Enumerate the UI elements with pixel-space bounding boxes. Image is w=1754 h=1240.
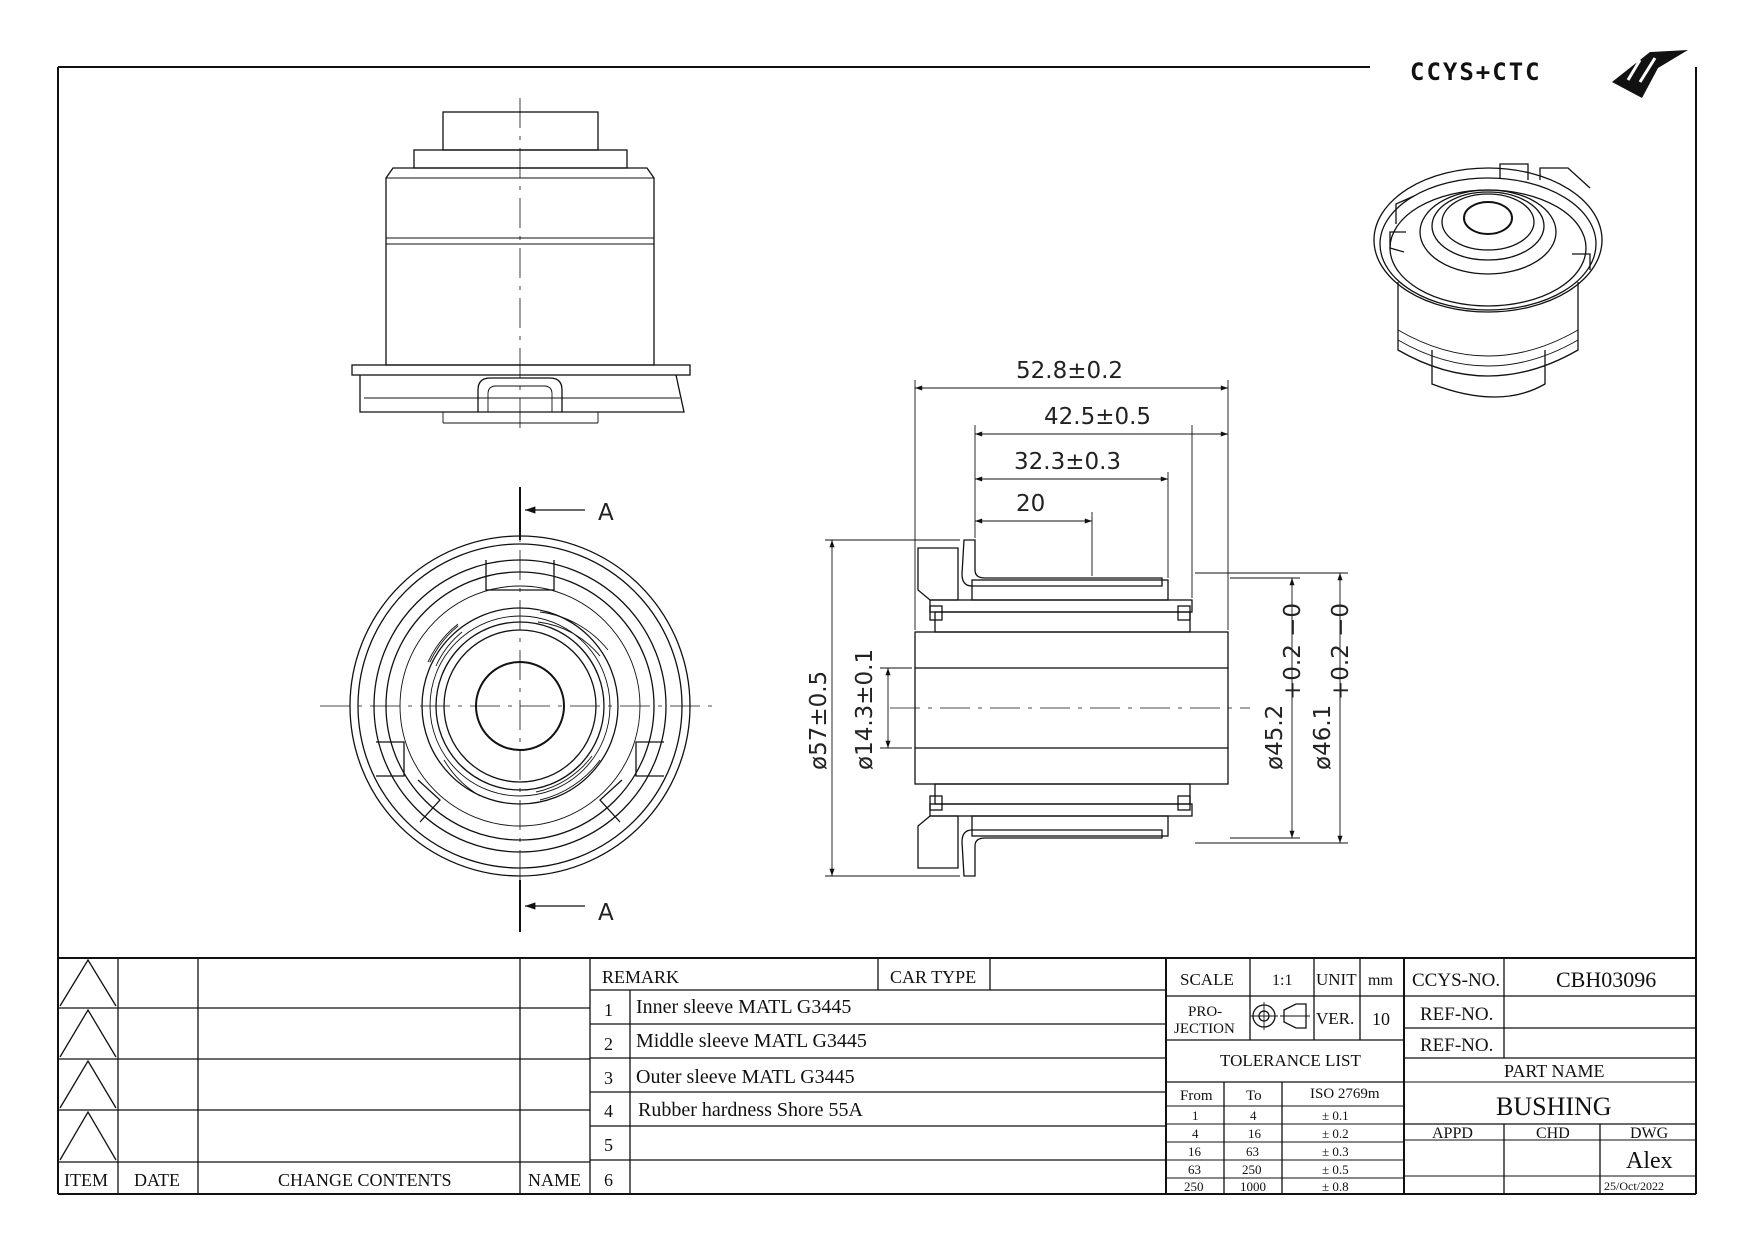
- dwg-date: 25/Oct/2022: [1604, 1179, 1664, 1193]
- svg-text:A: A: [598, 500, 614, 526]
- unit-label: UNIT: [1316, 970, 1357, 989]
- svg-text:1: 1: [1192, 1108, 1199, 1123]
- remark-label: REMARK: [602, 967, 679, 987]
- svg-text:63: 63: [1246, 1144, 1259, 1159]
- company-logo: CCYS+CTC: [1410, 50, 1688, 98]
- svg-text:± 0.3: ± 0.3: [1322, 1144, 1349, 1159]
- dim-dia-middle: ø45.2: [1262, 705, 1288, 770]
- remark-row-4: Rubber hardness Shore 55A: [638, 1099, 864, 1121]
- svg-text:± 0.8: ± 0.8: [1322, 1179, 1349, 1194]
- projection-symbol-icon: [1250, 1002, 1310, 1030]
- dwg-name: Alex: [1626, 1148, 1673, 1174]
- ref-no-label-1: REF-NO.: [1420, 1004, 1493, 1025]
- logo-mark-icon: [1612, 50, 1688, 98]
- side-elevation-view: [351, 98, 691, 430]
- scale-label: SCALE: [1180, 970, 1234, 989]
- end-view: [320, 500, 720, 910]
- svg-text:4: 4: [1250, 1108, 1257, 1123]
- car-type-label: CAR TYPE: [890, 967, 976, 987]
- dwg-label: DWG: [1630, 1125, 1669, 1142]
- svg-text:250: 250: [1242, 1162, 1262, 1177]
- dimension-lines: 52.8±0.2 42.5±0.5 32.3±0.3 20 ø57±0.5 ø1…: [806, 358, 1354, 877]
- svg-text:± 0.1: ± 0.1: [1322, 1108, 1349, 1123]
- svg-text:A: A: [598, 900, 614, 926]
- dim-length-flange: 20: [1016, 491, 1045, 517]
- remark-table: REMARK CAR TYPE 1 Inner sleeve MATL G344…: [590, 958, 1167, 1194]
- rev-header-change: CHANGE CONTENTS: [278, 1170, 452, 1190]
- dim-length-rubber: 42.5±0.5: [1044, 404, 1151, 430]
- remark-row-1: Inner sleeve MATL G3445: [636, 996, 851, 1018]
- dim-dia-inner: ø14.3±0.1: [852, 649, 878, 770]
- specs-block: SCALE 1:1 UNIT mm PRO- JECTION VER. 10 T…: [1166, 958, 1405, 1194]
- svg-text:JECTION: JECTION: [1174, 1021, 1235, 1037]
- dim-dia-outer: ø57±0.5: [806, 671, 832, 770]
- dim-length-total: 52.8±0.2: [1016, 358, 1123, 384]
- dim-dia-outer-sleeve-tol: +0.2 −0: [1328, 603, 1354, 700]
- ccys-no-value: CBH03096: [1556, 967, 1656, 992]
- logo-text: CCYS+CTC: [1410, 58, 1542, 86]
- scale-value: 1:1: [1272, 972, 1292, 989]
- svg-text:2: 2: [604, 1034, 613, 1054]
- svg-text:4: 4: [1192, 1126, 1199, 1141]
- svg-text:From: From: [1180, 1088, 1213, 1104]
- remark-row-2: Middle sleeve MATL G3445: [636, 1030, 867, 1052]
- svg-text:1000: 1000: [1240, 1179, 1266, 1194]
- section-marker-bottom: A: [519, 880, 614, 932]
- svg-text:ISO 2769m: ISO 2769m: [1310, 1086, 1380, 1102]
- tolerance-title: TOLERANCE LIST: [1220, 1051, 1361, 1070]
- rev-header-item: ITEM: [64, 1170, 108, 1190]
- unit-value: mm: [1368, 972, 1393, 989]
- svg-text:± 0.5: ± 0.5: [1322, 1162, 1349, 1177]
- dim-dia-outer-sleeve: ø46.1: [1310, 705, 1336, 770]
- rev-header-name: NAME: [528, 1170, 581, 1190]
- rev-header-date: DATE: [134, 1170, 180, 1190]
- dim-length-middle: 32.3±0.3: [1014, 449, 1121, 475]
- dim-dia-middle-tol: +0.2 −0: [1280, 603, 1306, 700]
- revision-table: ITEM DATE CHANGE CONTENTS NAME: [58, 957, 1696, 1194]
- svg-text:16: 16: [1188, 1144, 1202, 1159]
- chd-label: CHD: [1536, 1125, 1570, 1142]
- ref-no-label-2: REF-NO.: [1420, 1035, 1493, 1056]
- section-view: [890, 539, 1250, 877]
- part-name-value: BUSHING: [1496, 1092, 1612, 1121]
- svg-text:250: 250: [1184, 1179, 1204, 1194]
- svg-text:4: 4: [604, 1101, 613, 1121]
- svg-text:5: 5: [604, 1135, 613, 1155]
- svg-text:16: 16: [1248, 1126, 1262, 1141]
- ver-value: 10: [1372, 1009, 1390, 1029]
- sheet-border: [57, 66, 1697, 1195]
- ccys-no-label: CCYS-NO.: [1412, 970, 1500, 991]
- svg-text:6: 6: [604, 1170, 613, 1190]
- section-marker-top: A: [519, 487, 614, 540]
- svg-text:To: To: [1246, 1088, 1262, 1104]
- remark-row-3: Outer sleeve MATL G3445: [636, 1066, 855, 1088]
- svg-text:63: 63: [1188, 1162, 1201, 1177]
- appd-label: APPD: [1432, 1125, 1473, 1142]
- isometric-view: [1373, 163, 1603, 398]
- title-block: CCYS-NO. CBH03096 REF-NO. REF-NO. PART N…: [1404, 958, 1696, 1194]
- svg-text:PRO-: PRO-: [1188, 1004, 1222, 1020]
- part-name-label: PART NAME: [1504, 1061, 1604, 1081]
- svg-text:1: 1: [604, 1000, 613, 1020]
- svg-text:3: 3: [604, 1068, 613, 1088]
- ver-label: VER.: [1316, 1009, 1354, 1028]
- svg-text:± 0.2: ± 0.2: [1322, 1126, 1349, 1141]
